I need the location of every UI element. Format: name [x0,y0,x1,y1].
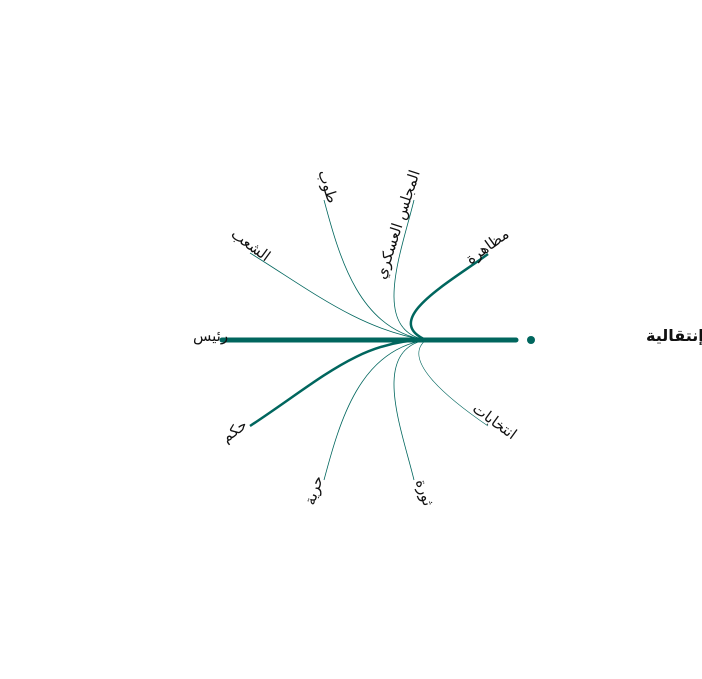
links-group [219,199,519,481]
link-horeya [323,339,427,481]
link-hokm [249,338,427,428]
node-label-horeya: حرية [301,473,327,507]
link-majlis [393,199,427,341]
link-shaab [249,252,427,341]
node-label-tholoob: طوب [314,168,342,206]
node-label-shaab: الشعب [228,225,274,265]
node-label-raees: رئيس [193,327,228,345]
link-mozahara [409,252,489,342]
node-label-intikhabat: انتخابات [469,399,520,443]
link-thawra [393,339,427,481]
node-label-majlis: المجلس العسكري [372,168,425,282]
node-label-thawra: ثورة [412,477,437,508]
node-label-mozahara: مظاهرة [462,225,512,268]
node-label-hokm: حكم [218,415,251,446]
link-tholoob [323,199,427,341]
center-label: مرحلة إنتقالية [646,326,702,345]
center-node-dot [527,336,535,344]
